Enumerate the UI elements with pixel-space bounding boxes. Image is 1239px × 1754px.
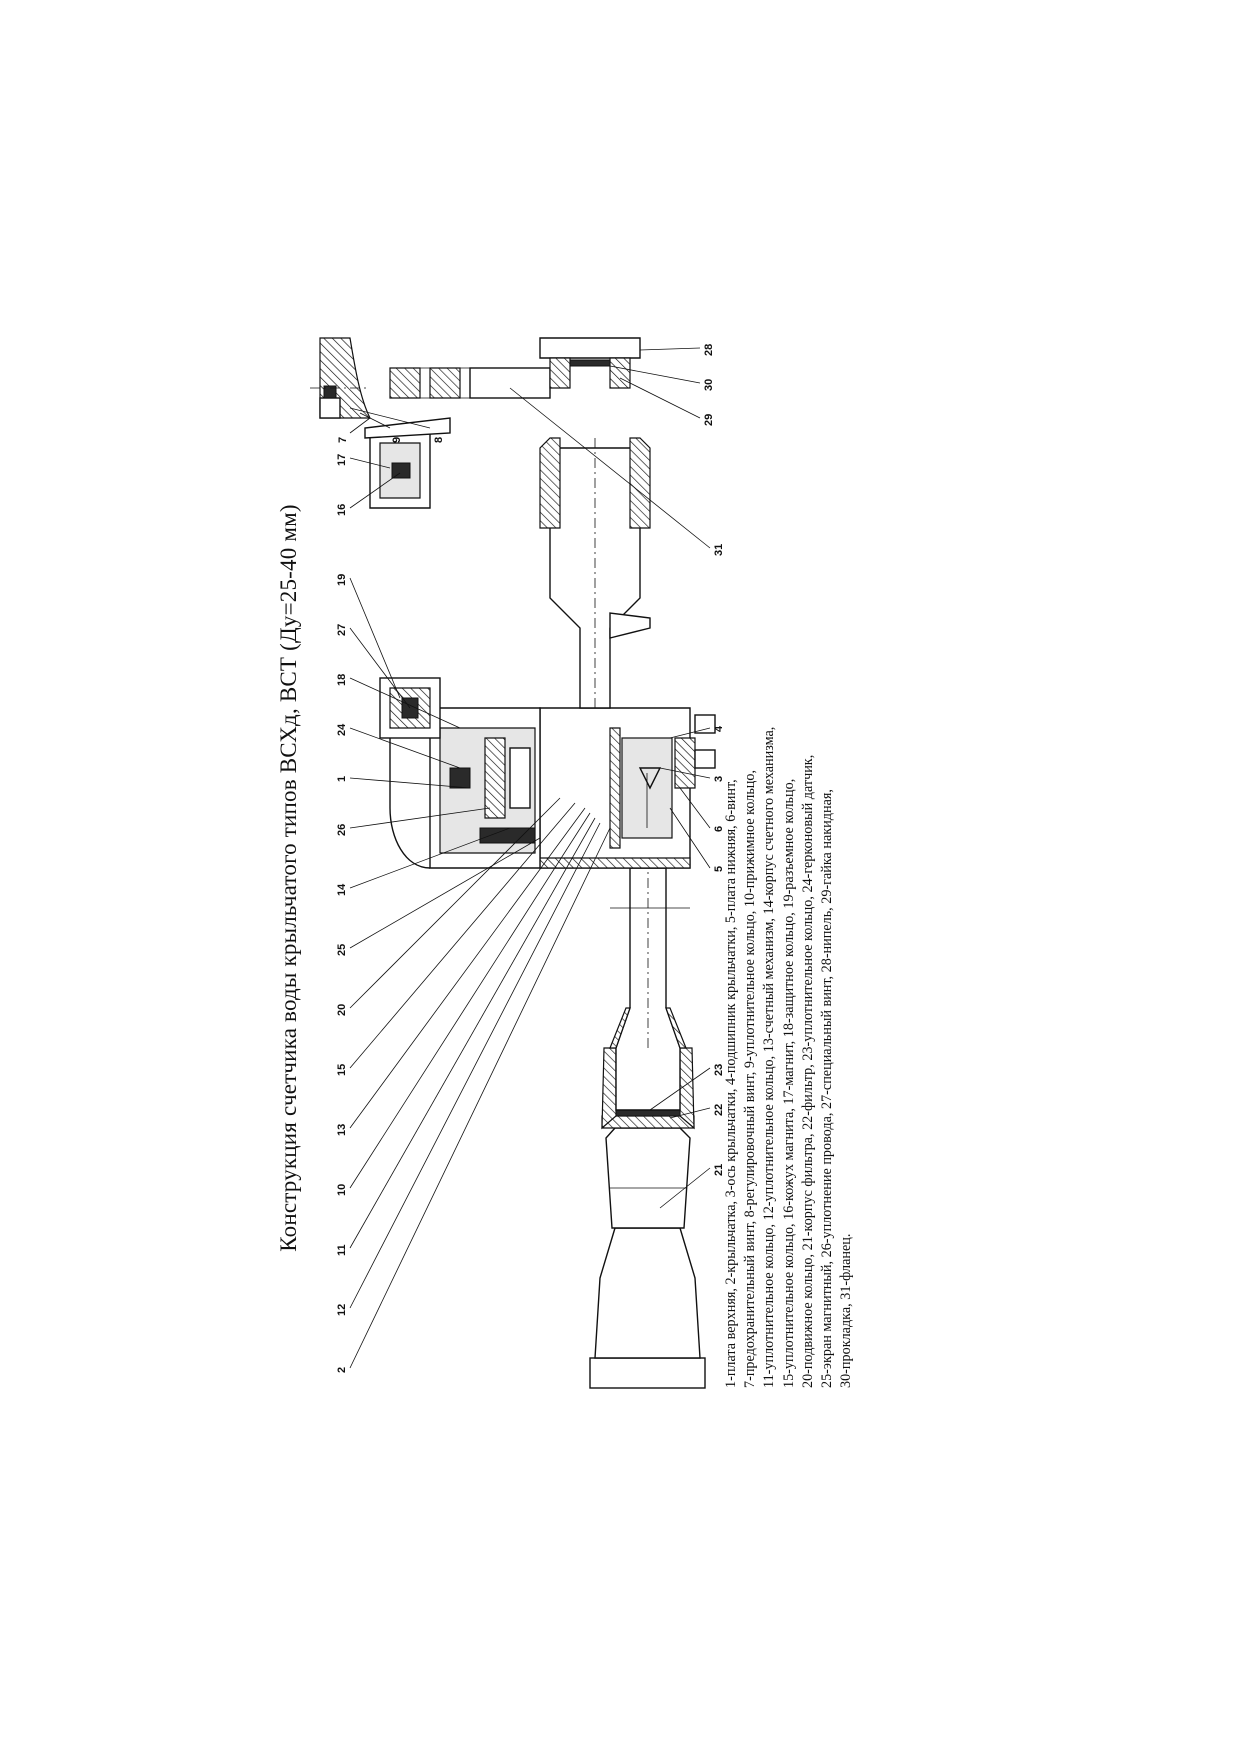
adjustment-screw-detail <box>310 337 371 419</box>
legend-line: 30-прокладка, 31-фланец. <box>838 1233 855 1388</box>
legend-line: 20-подвижное кольцо, 21-корпус фильтра, … <box>799 754 816 1388</box>
callout-4: 4 <box>713 725 725 732</box>
callout-31: 31 <box>713 544 725 556</box>
callout-28: 28 <box>703 344 715 356</box>
callout-8: 8 <box>433 437 445 443</box>
magnet-cover <box>364 417 451 509</box>
legend-line: 15-уплотнительное кольцо, 16-кожух магни… <box>780 778 797 1388</box>
callout-16: 16 <box>336 504 348 516</box>
callout-2: 2 <box>336 1367 348 1373</box>
callout-27: 27 <box>336 624 348 636</box>
callout-29: 29 <box>703 414 715 426</box>
callout-21: 21 <box>713 1164 725 1176</box>
callout-23: 23 <box>713 1064 725 1076</box>
callout-leaders <box>349 347 711 1369</box>
callout-5: 5 <box>713 866 725 872</box>
rotated-content: Конструкция счетчика воды крыльчатого ти… <box>270 328 870 1428</box>
callout-6: 6 <box>713 826 725 832</box>
callout-19: 19 <box>336 574 348 586</box>
callout-labels: 2 12 11 10 13 15 20 25 14 26 1 24 18 27 … <box>336 344 725 1373</box>
callout-14: 14 <box>336 883 348 896</box>
callout-9: 9 <box>391 437 403 443</box>
callout-12: 12 <box>336 1304 348 1316</box>
callout-7: 7 <box>337 437 349 443</box>
callout-13: 13 <box>336 1124 348 1136</box>
filter-housing <box>589 1127 706 1389</box>
meter-housing <box>539 707 716 869</box>
callout-11: 11 <box>336 1244 348 1256</box>
callout-22: 22 <box>713 1104 725 1116</box>
flange <box>389 367 551 399</box>
callout-17: 17 <box>336 454 348 466</box>
counting-mechanism <box>379 677 541 869</box>
callout-25: 25 <box>336 944 348 956</box>
callout-15: 15 <box>336 1064 348 1076</box>
drawing-title: Конструкция счетчика воды крыльчатого ти… <box>276 504 301 1252</box>
inlet-pipe <box>609 867 690 1111</box>
legend-line: 7-предохранительный винт, 8-регулировочн… <box>742 769 759 1388</box>
callout-18: 18 <box>336 674 348 686</box>
nipple-and-nut <box>539 337 641 389</box>
callout-26: 26 <box>336 824 348 836</box>
callout-30: 30 <box>703 379 715 391</box>
legend-line: 11-уплотнительное кольцо, 12-уплотнитель… <box>761 726 778 1388</box>
callout-10: 10 <box>336 1184 348 1196</box>
meter-cross-section-drawing: 2 12 11 10 13 15 20 25 14 26 1 24 18 27 … <box>310 337 725 1389</box>
legend-line: 25-экран магнитный, 26-уплотнение провод… <box>819 789 836 1388</box>
legend-line: 1-плата верхняя, 2-крыльчатка, 3-ось кры… <box>723 779 739 1388</box>
callout-24: 24 <box>336 723 348 736</box>
outlet-pipe <box>539 437 651 709</box>
parts-legend: 1-плата верхняя, 2-крыльчатка, 3-ось кры… <box>722 348 856 1388</box>
callout-1: 1 <box>336 776 348 782</box>
callout-3: 3 <box>713 776 725 782</box>
callout-20: 20 <box>336 1004 348 1016</box>
